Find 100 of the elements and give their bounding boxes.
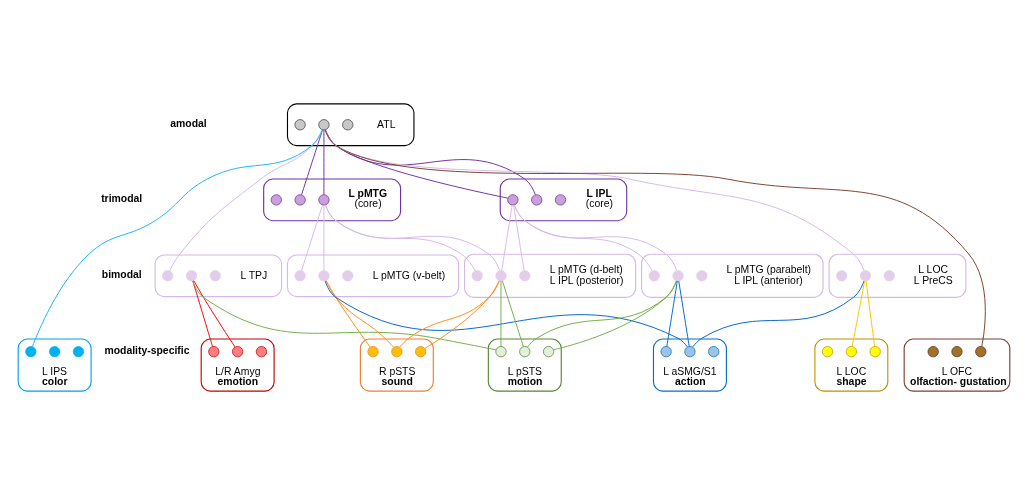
connector bbox=[501, 279, 524, 347]
node-label: L pMTG (v-belt) bbox=[372, 269, 445, 281]
node-circle bbox=[927, 345, 939, 357]
connector bbox=[325, 279, 371, 348]
connector bbox=[851, 279, 865, 347]
cluster bbox=[463, 253, 636, 298]
label: modality-specific bbox=[103, 344, 189, 356]
node-circle bbox=[231, 345, 243, 357]
node-label: (core) bbox=[353, 197, 382, 209]
node-label: sound bbox=[381, 375, 413, 387]
connector bbox=[865, 280, 875, 347]
node-circle bbox=[707, 345, 719, 357]
node-label: emotion bbox=[217, 375, 258, 387]
node-circle bbox=[341, 118, 353, 130]
connector bbox=[324, 129, 986, 347]
connector bbox=[324, 279, 394, 348]
node-label: L PreCS bbox=[913, 274, 953, 286]
connector bbox=[512, 204, 525, 271]
node-circle bbox=[542, 345, 554, 357]
cluster bbox=[262, 178, 401, 221]
node-circle bbox=[554, 193, 566, 205]
connector bbox=[500, 280, 501, 347]
cluster bbox=[154, 253, 282, 297]
node-label: olfaction- gustation bbox=[909, 375, 1007, 387]
node-label: shape bbox=[835, 375, 867, 387]
connector bbox=[191, 280, 496, 350]
cluster bbox=[640, 253, 824, 298]
node-circle bbox=[506, 193, 518, 205]
connector bbox=[324, 280, 688, 347]
connector bbox=[322, 204, 324, 271]
node-circle bbox=[695, 269, 707, 281]
node-circle bbox=[835, 269, 847, 281]
node-circle bbox=[185, 269, 197, 281]
node-circle bbox=[366, 345, 379, 357]
node-circle bbox=[390, 345, 402, 357]
node-circle bbox=[270, 193, 282, 205]
node-circle bbox=[294, 193, 306, 205]
node-label: L LOC bbox=[917, 263, 948, 275]
node-circle bbox=[209, 269, 221, 281]
node-label: L pMTG bbox=[347, 187, 387, 199]
node-circle bbox=[414, 345, 426, 357]
node-circle bbox=[494, 345, 507, 357]
cluster bbox=[286, 102, 414, 146]
node-label: L IPL (anterior) bbox=[733, 274, 803, 286]
connector bbox=[665, 279, 678, 347]
node-circle bbox=[859, 269, 871, 281]
node-circle bbox=[317, 269, 329, 281]
node-label: L pMTG (d-belt) bbox=[549, 263, 623, 275]
label: trimodal bbox=[100, 192, 142, 204]
cluster bbox=[828, 253, 966, 298]
connector bbox=[300, 204, 323, 271]
label: amodal bbox=[169, 117, 207, 129]
node-circle bbox=[660, 345, 672, 357]
connector bbox=[322, 129, 324, 195]
connector bbox=[324, 128, 508, 199]
node-circle bbox=[161, 269, 173, 281]
connector bbox=[500, 204, 513, 271]
node-circle bbox=[48, 345, 60, 357]
node-label: (core) bbox=[585, 197, 613, 209]
node-label: action bbox=[674, 375, 706, 387]
connector bbox=[324, 129, 864, 271]
connector bbox=[552, 279, 677, 350]
node-circle bbox=[471, 269, 483, 281]
node-circle bbox=[207, 345, 219, 357]
node-circle bbox=[518, 345, 530, 357]
connector bbox=[300, 128, 323, 195]
node-circle bbox=[845, 345, 857, 357]
node-circle bbox=[317, 118, 329, 130]
connector bbox=[526, 280, 677, 348]
node-label: L IPL (posterior) bbox=[549, 274, 624, 286]
connector bbox=[324, 128, 536, 195]
node-circle bbox=[683, 345, 695, 357]
node-circle bbox=[294, 269, 306, 281]
node-label: color bbox=[41, 375, 67, 387]
node-circle bbox=[341, 269, 353, 281]
node-label: motion bbox=[507, 375, 542, 387]
label: bimodal bbox=[101, 268, 142, 280]
node-circle bbox=[294, 118, 306, 130]
connector bbox=[691, 280, 865, 348]
connector bbox=[398, 279, 500, 348]
node-circle bbox=[518, 269, 530, 281]
node-circle bbox=[950, 345, 963, 357]
node-circle bbox=[671, 269, 684, 281]
node-circle bbox=[255, 345, 267, 357]
node-label: L TPJ bbox=[240, 269, 267, 281]
node-circle bbox=[530, 193, 542, 205]
node-circle bbox=[883, 269, 895, 281]
node-circle bbox=[72, 345, 84, 357]
node-label: L IPL bbox=[586, 187, 612, 199]
node-circle bbox=[821, 345, 833, 357]
node-circle bbox=[974, 345, 986, 357]
connector bbox=[168, 128, 323, 271]
connector bbox=[192, 279, 236, 348]
node-circle bbox=[317, 193, 329, 205]
connector bbox=[423, 280, 500, 349]
node-label: ATL bbox=[376, 118, 395, 130]
node-label: L pMTG (parabelt) bbox=[725, 263, 811, 275]
connector bbox=[677, 279, 690, 347]
node-circle bbox=[648, 269, 660, 281]
node-circle bbox=[494, 269, 507, 281]
